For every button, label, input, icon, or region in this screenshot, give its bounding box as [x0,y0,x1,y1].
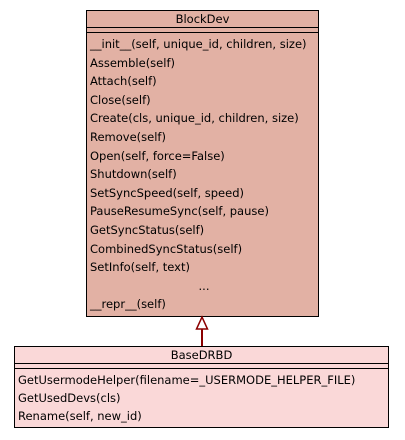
method-repr: __repr__(self) [90,297,166,312]
method-set-info: SetInfo(self, text) [90,260,190,275]
method-init: __init__(self, unique_id, children, size… [90,37,307,51]
method-get-used-devs: GetUsedDevs(cls) [18,391,121,406]
method-attach: Attach(self) [90,74,157,89]
class-name: BaseDRBD [15,347,388,364]
class-box-blockdev[interactable]: BlockDev __init__(self, unique_id, child… [86,10,319,317]
method-close: Close(self) [90,92,151,107]
method-get-usermode-helper: GetUsermodeHelper(filename=_USERMODE_HEL… [18,373,356,387]
method-shutdown: Shutdown(self) [90,167,177,182]
method-combined-sync-status: CombinedSyncStatus(self) [90,241,243,256]
class-box-basedrbd[interactable]: BaseDRBD GetUsermodeHelper(filename=_USE… [14,346,389,428]
attributes-compartment [15,364,388,369]
method-rename: Rename(self, new_id) [18,409,142,424]
method-get-sync-status: GetSyncStatus(self) [90,222,205,237]
attributes-compartment [87,28,318,33]
inheritance-arrowhead-icon [195,315,209,330]
class-name: BlockDev [87,11,318,28]
method-set-sync-speed: SetSyncSpeed(self, speed) [90,185,244,200]
methods-compartment: GetUsermodeHelper(filename=_USERMODE_HEL… [15,369,388,426]
method-pause-resume-sync: PauseResumeSync(self, pause) [90,204,269,219]
method-create: Create(cls, unique_id, children, size) [90,111,299,126]
method-assemble: Assemble(self) [90,55,175,70]
methods-ellipsis: ... [198,278,210,293]
method-open: Open(self, force=False) [90,148,225,163]
method-remove: Remove(self) [90,129,166,144]
methods-compartment: __init__(self, unique_id, children, size… [87,33,318,314]
